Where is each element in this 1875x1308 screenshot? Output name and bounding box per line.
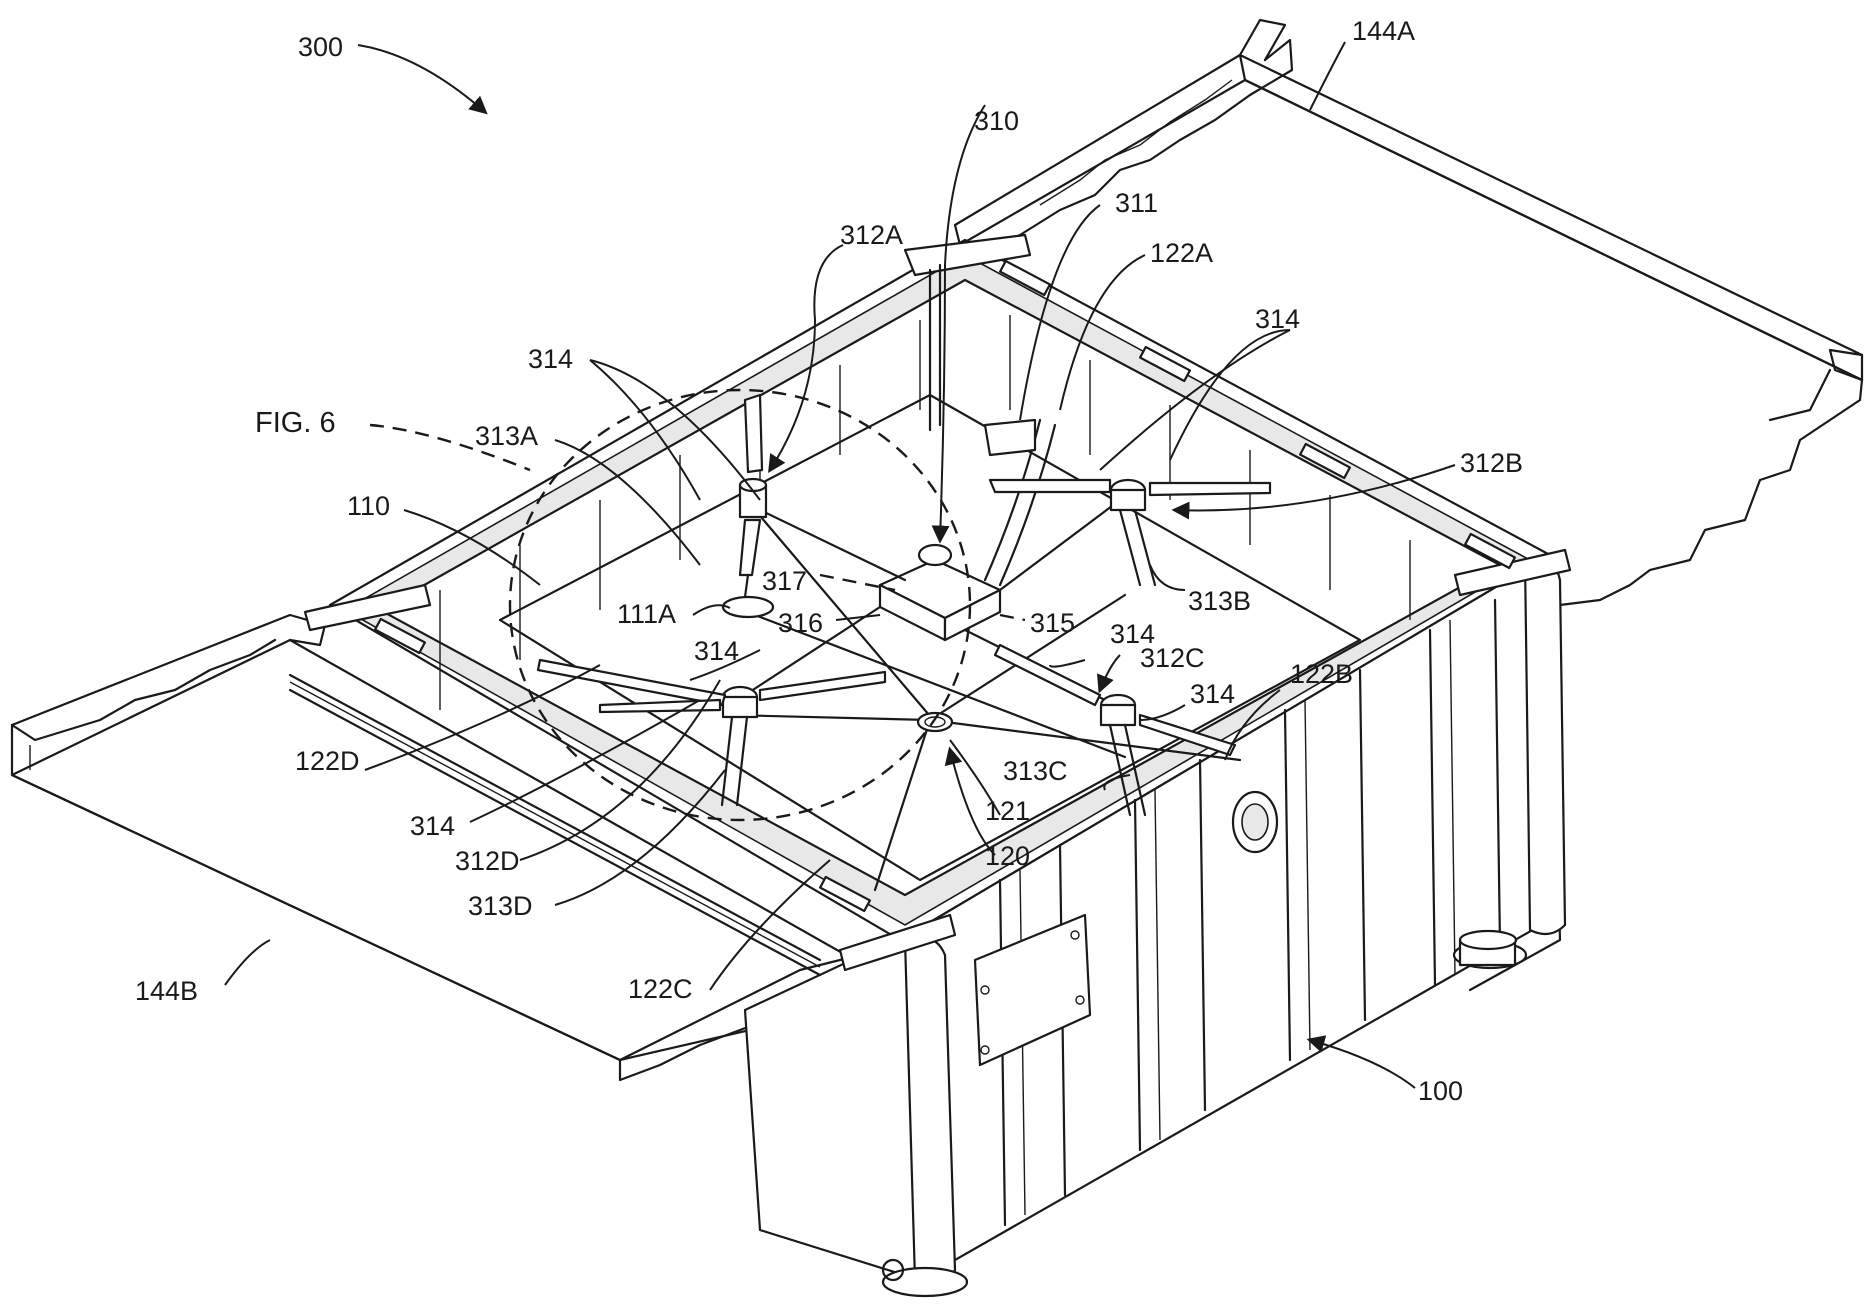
label-122b: 122B [1290,659,1353,689]
label-fig6: FIG. 6 [255,407,336,439]
label-314-top-right: 314 [1255,304,1300,334]
label-300: 300 [298,32,343,62]
label-314-mid-left: 314 [694,636,739,666]
label-312c: 312C [1140,643,1205,673]
label-314-right: 314 [1190,679,1235,709]
label-310: 310 [974,106,1019,136]
label-121: 121 [985,796,1030,826]
label-315: 315 [1030,608,1075,638]
label-110: 110 [347,491,390,521]
label-122d: 122D [295,746,360,776]
label-317: 317 [762,566,807,596]
label-316: 316 [778,608,823,638]
label-120: 120 [985,841,1030,871]
label-122c: 122C [628,974,693,1004]
label-314-bottom-left: 314 [410,811,455,841]
label-144b: 144B [135,976,198,1006]
label-311: 311 [1115,188,1158,218]
label-122a: 122A [1150,238,1213,268]
label-312b: 312B [1460,448,1523,478]
label-312a: 312A [840,220,903,250]
label-111a: 111A [617,599,676,629]
label-313d: 313D [468,891,533,921]
label-100: 100 [1418,1076,1463,1106]
label-313c: 313C [1003,756,1068,786]
label-314-top-left: 314 [528,344,573,374]
label-312d: 312D [455,846,520,876]
label-313a: 313A [475,421,538,451]
label-144a: 144A [1352,16,1415,46]
label-313b: 313B [1188,586,1251,616]
